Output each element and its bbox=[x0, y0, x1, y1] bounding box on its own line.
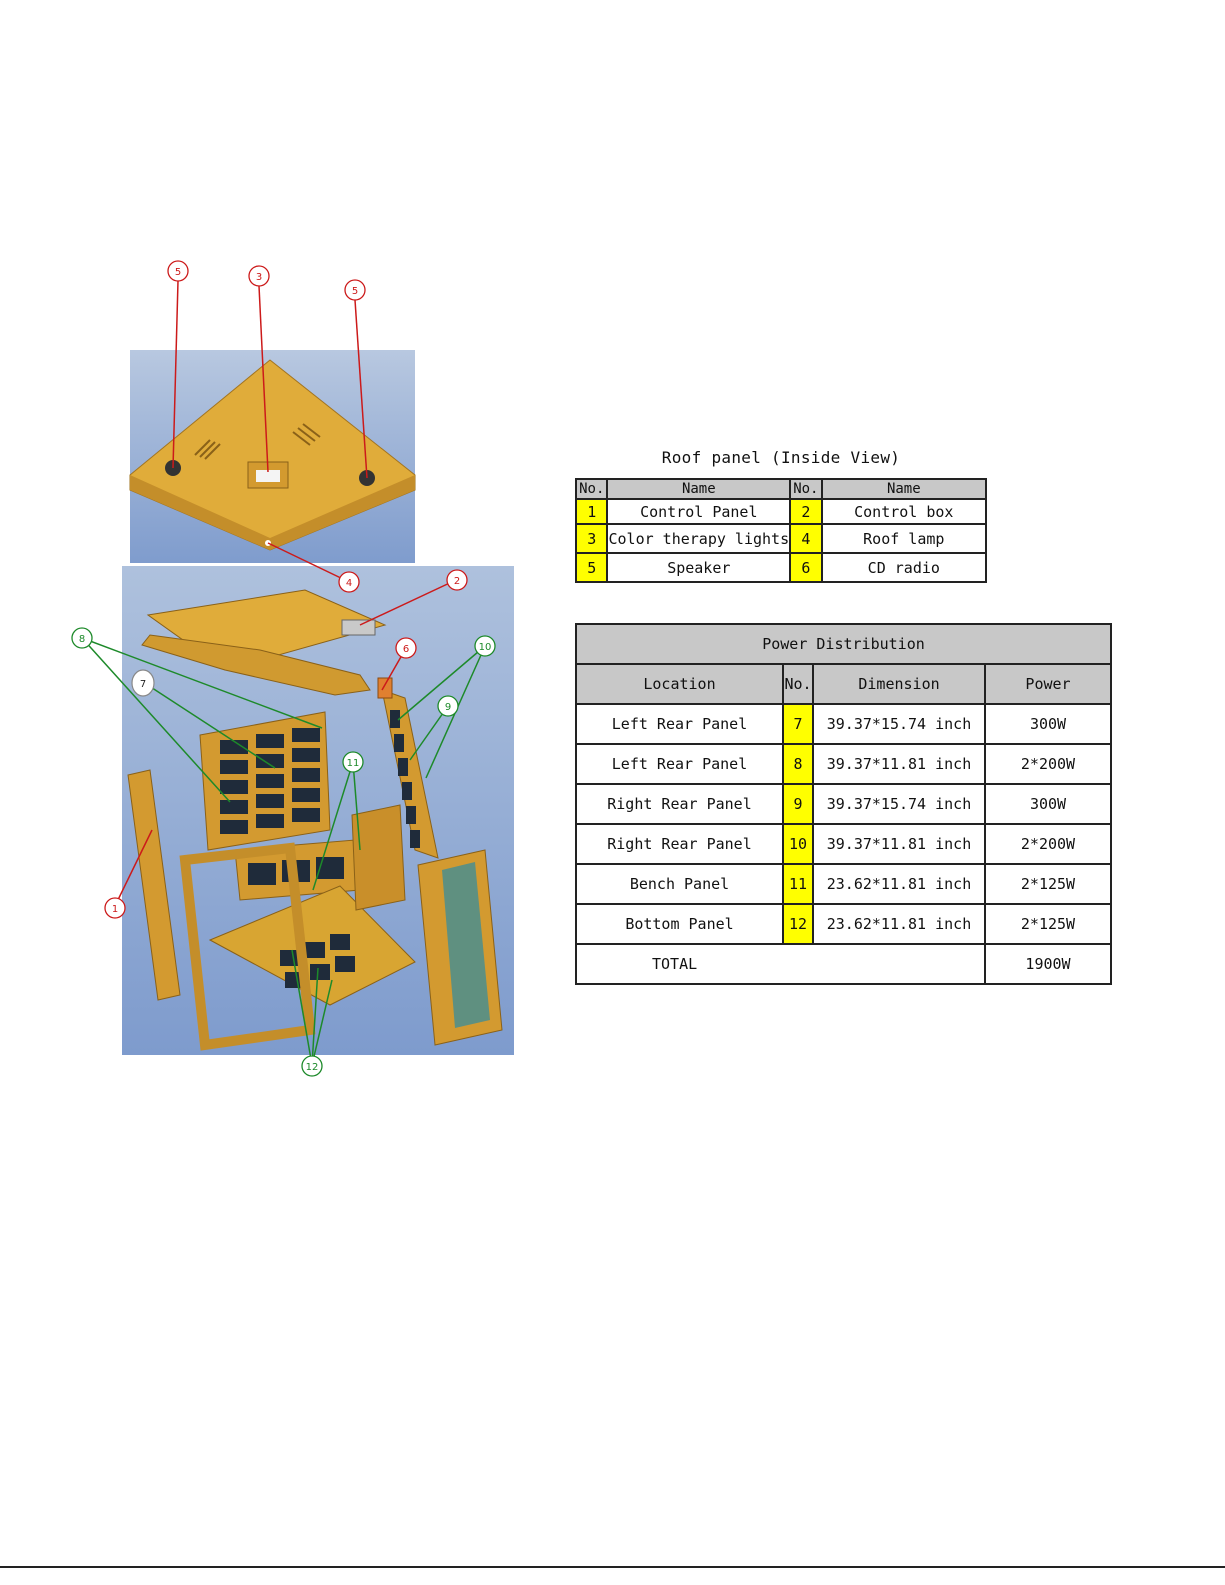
cell-no: 11 bbox=[782, 863, 814, 905]
total-label: TOTAL bbox=[575, 943, 986, 985]
callout-8: 8 bbox=[79, 634, 85, 645]
cell-power: 2*200W bbox=[984, 743, 1112, 785]
cell-no: 6 bbox=[789, 552, 823, 583]
cell-no: 2 bbox=[789, 498, 823, 525]
table-title-row: Power Distribution bbox=[575, 623, 1112, 665]
cell-dimension: 39.37*15.74 inch bbox=[812, 703, 986, 745]
callout-5-right: 5 bbox=[352, 286, 358, 297]
cell-no: 7 bbox=[782, 703, 814, 745]
header-no: No. bbox=[782, 663, 814, 705]
callout-11: 11 bbox=[347, 758, 360, 769]
cell-power: 2*200W bbox=[984, 823, 1112, 865]
cell-no: 8 bbox=[782, 743, 814, 785]
cell-location: Left Rear Panel bbox=[575, 703, 784, 745]
table-header-row: Location No. Dimension Power bbox=[575, 663, 1112, 705]
heater-panels-left bbox=[220, 728, 320, 834]
cell-power: 300W bbox=[984, 783, 1112, 825]
header-no: No. bbox=[789, 478, 823, 500]
cell-no: 4 bbox=[789, 523, 823, 554]
callout-3: 3 bbox=[256, 272, 262, 283]
roof-panel-view bbox=[129, 350, 416, 563]
table-row: Bench Panel 11 23.62*11.81 inch 2*125W bbox=[575, 863, 1112, 905]
sauna-exploded-diagram: 5 3 5 4 2 6 1 8 7 10 9 11 12 bbox=[71, 260, 514, 1077]
cell-location: Bottom Panel bbox=[575, 903, 784, 945]
table-title: Power Distribution bbox=[575, 623, 1112, 665]
header-location: Location bbox=[575, 663, 784, 705]
cell-no: 5 bbox=[574, 552, 609, 583]
cell-name: Control Panel bbox=[606, 498, 792, 525]
power-distribution-table: Power Distribution Location No. Dimensio… bbox=[575, 623, 1112, 985]
callout-12: 12 bbox=[306, 1062, 319, 1073]
header-dimension: Dimension bbox=[812, 663, 986, 705]
cell-name: CD radio bbox=[820, 552, 988, 583]
table-row: 5 Speaker 6 CD radio bbox=[574, 552, 988, 583]
cell-dimension: 23.62*11.81 inch bbox=[812, 863, 986, 905]
table-row: Left Rear Panel 8 39.37*11.81 inch 2*200… bbox=[575, 743, 1112, 785]
cell-no: 12 bbox=[782, 903, 814, 945]
cell-dimension: 39.37*15.74 inch bbox=[812, 783, 986, 825]
cell-name: Roof lamp bbox=[820, 523, 988, 554]
roof-panel-table: No. Name No. Name 1 Control Panel 2 Cont… bbox=[574, 478, 988, 583]
callout-9: 9 bbox=[445, 702, 451, 713]
callout-4: 4 bbox=[346, 578, 352, 589]
cell-power: 300W bbox=[984, 703, 1112, 745]
cell-no: 1 bbox=[574, 498, 609, 525]
cell-name: Control box bbox=[820, 498, 988, 525]
cell-power: 2*125W bbox=[984, 863, 1112, 905]
table-row: Left Rear Panel 7 39.37*15.74 inch 300W bbox=[575, 703, 1112, 745]
callout-2: 2 bbox=[454, 576, 460, 587]
cell-no: 9 bbox=[782, 783, 814, 825]
header-power: Power bbox=[984, 663, 1112, 705]
roof-table-caption: Roof panel (Inside View) bbox=[661, 448, 901, 467]
table-total-row: TOTAL 1900W bbox=[575, 943, 1112, 985]
table-row: 3 Color therapy lights 4 Roof lamp bbox=[574, 523, 988, 554]
header-no: No. bbox=[574, 478, 609, 500]
callout-6: 6 bbox=[403, 644, 409, 655]
callouts: 5 3 5 4 2 6 1 8 7 10 9 11 12 bbox=[71, 260, 496, 1077]
total-power: 1900W bbox=[984, 943, 1112, 985]
table-row: 1 Control Panel 2 Control box bbox=[574, 498, 988, 525]
callout-1: 1 bbox=[112, 904, 118, 915]
cell-location: Right Rear Panel bbox=[575, 783, 784, 825]
cell-no: 3 bbox=[574, 523, 609, 554]
cell-power: 2*125W bbox=[984, 903, 1112, 945]
page-bottom-rule bbox=[0, 1566, 1225, 1568]
heater-panels-bottom bbox=[280, 934, 355, 988]
cell-name: Speaker bbox=[606, 552, 792, 583]
callout-7: 7 bbox=[140, 679, 146, 690]
cell-location: Right Rear Panel bbox=[575, 823, 784, 865]
cell-dimension: 39.37*11.81 inch bbox=[812, 823, 986, 865]
cell-location: Left Rear Panel bbox=[575, 743, 784, 785]
callout-5-left: 5 bbox=[175, 267, 181, 278]
cell-dimension: 23.62*11.81 inch bbox=[812, 903, 986, 945]
callout-10: 10 bbox=[479, 642, 492, 653]
table-row: Right Rear Panel 10 39.37*11.81 inch 2*2… bbox=[575, 823, 1112, 865]
table-row: Bottom Panel 12 23.62*11.81 inch 2*125W bbox=[575, 903, 1112, 945]
cell-no: 10 bbox=[782, 823, 814, 865]
header-name: Name bbox=[606, 478, 792, 500]
cell-location: Bench Panel bbox=[575, 863, 784, 905]
table-header-row: No. Name No. Name bbox=[574, 478, 988, 500]
table-row: Right Rear Panel 9 39.37*15.74 inch 300W bbox=[575, 783, 1112, 825]
cell-dimension: 39.37*11.81 inch bbox=[812, 743, 986, 785]
header-name: Name bbox=[820, 478, 988, 500]
exploded-view bbox=[122, 566, 514, 1055]
cell-name: Color therapy lights bbox=[606, 523, 792, 554]
